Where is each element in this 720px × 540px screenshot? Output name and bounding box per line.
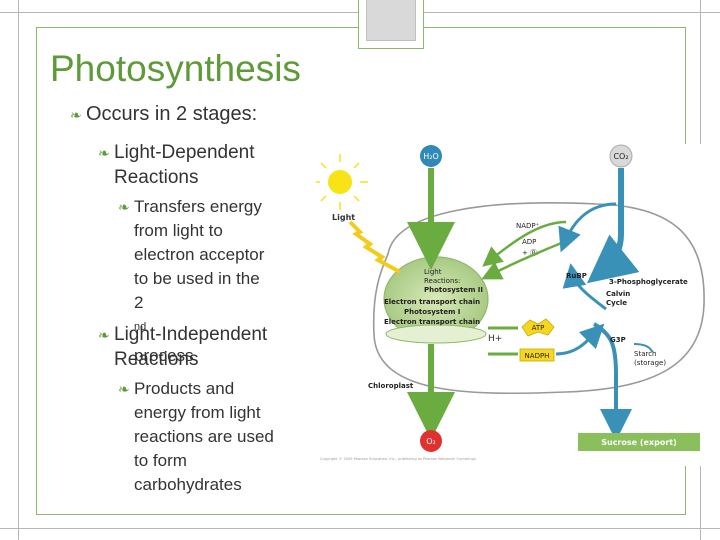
bullet-line: to form <box>134 451 187 470</box>
adp-return-arrow <box>481 240 565 280</box>
pi-label: + Ⓟᵢ <box>522 249 538 257</box>
svg-text:H₂O: H₂O <box>423 152 439 161</box>
bullet-light-independent-line2: Reactions <box>114 349 199 370</box>
bullet-line: energy from light <box>134 403 261 422</box>
nadph-badge: NADPH <box>519 348 555 362</box>
bullet-text: Transfers energy <box>134 197 262 216</box>
bullet-text: Occurs in 2 stages: <box>86 103 258 125</box>
adp-label: ADP <box>522 238 536 246</box>
photosynthesis-diagram: Light H₂O O₂ Light Reactions: Photosyste… <box>316 144 708 466</box>
copyright-text: Copyright © 2009 Pearson Education, Inc.… <box>320 457 477 461</box>
svg-text:O₂: O₂ <box>426 437 436 446</box>
bullet-line: reactions are used <box>134 427 274 446</box>
bullet-swirl-icon: ❧ <box>98 145 110 161</box>
bullet-light-dependent-line2: Reactions <box>114 167 199 188</box>
calvin-label-line1: Calvin <box>606 290 630 298</box>
bullet-text: Light-Dependent <box>114 142 255 163</box>
light-lightning-icon <box>348 220 401 274</box>
svg-text:Electron transport chain: Electron transport chain <box>384 318 480 326</box>
calvin-label-line2: Cycle <box>606 299 627 307</box>
atp-badge: ATP <box>521 318 555 337</box>
sun-icon <box>316 154 368 210</box>
bullet-swirl-icon: ❧ <box>118 381 130 397</box>
bullet-text: Light-Independent <box>114 324 268 345</box>
bullet-swirl-icon: ❧ <box>70 107 82 123</box>
svg-text:CO₂: CO₂ <box>613 152 628 161</box>
bullet-light-independent: ❧Light-Independent <box>98 322 267 348</box>
svg-text:Reactions:: Reactions: <box>424 277 460 285</box>
starch-label-line2: (storage) <box>634 359 666 367</box>
light-label: Light <box>332 213 355 222</box>
bullet-swirl-icon: ❧ <box>98 327 110 343</box>
g3p-label: G3P <box>610 336 626 344</box>
o2-ball: O₂ <box>420 430 442 452</box>
thylakoid-disc <box>385 324 487 344</box>
starch-arrow <box>633 343 653 353</box>
svg-text:Photosystem I: Photosystem I <box>404 308 460 316</box>
sucrose-out-arrow <box>592 322 632 441</box>
energy-to-calvin-arrow <box>555 323 605 356</box>
h2o-ball: H₂O <box>420 145 442 167</box>
sucrose-box: Sucrose (export) <box>578 433 700 451</box>
chloroplast-outline <box>372 202 705 395</box>
bullet-line: carbohydrates <box>134 475 242 494</box>
chloroplast-label: Chloroplast <box>368 382 414 390</box>
bullet-text: Products and <box>134 379 235 398</box>
bullet-transfers-energy: ❧Transfers energy <box>118 195 262 219</box>
light-reactions-text: Light Reactions: Photosystem II Electron… <box>384 268 483 326</box>
bullet-level1: ❧Occurs in 2 stages: <box>70 103 257 126</box>
bullet-line: from light to <box>134 221 223 240</box>
decor-line-bottom <box>0 528 720 529</box>
rubp-label: RuBP <box>566 272 587 280</box>
rubp-arrow <box>558 202 617 253</box>
phosphoglycerate-label: 3-Phosphoglycerate <box>609 278 688 286</box>
bullet-line: electron acceptor <box>134 245 265 264</box>
bullet-swirl-icon: ❧ <box>118 199 130 215</box>
co2-in-arrow <box>586 168 640 284</box>
co2-ball: CO₂ <box>609 144 633 168</box>
bullet-transfers-energy-cont: from light to electron acceptor to be us… <box>134 219 264 368</box>
nadp-return-arrow <box>482 220 567 267</box>
svg-text:Light: Light <box>424 268 442 276</box>
hplus-label: H+ <box>488 334 502 344</box>
svg-text:Electron transport chain: Electron transport chain <box>384 298 480 306</box>
bullet-products-cont: energy from light reactions are used to … <box>134 401 274 497</box>
decor-tab-inner <box>366 0 416 41</box>
slide-title: Photosynthesis <box>50 48 301 89</box>
svg-text:NADPH: NADPH <box>525 352 550 360</box>
bullet-line: to be used in the <box>134 269 260 288</box>
decor-line-left <box>18 0 19 540</box>
svg-text:Sucrose (export): Sucrose (export) <box>601 438 677 447</box>
svg-text:ATP: ATP <box>532 324 545 332</box>
bullet-light-dependent: ❧Light-Dependent <box>98 140 255 166</box>
starch-label-line1: Starch <box>634 350 657 358</box>
calvin-cycle-arrow <box>562 263 607 311</box>
nadp-label: NADP⁺ <box>516 222 540 230</box>
bullet-products: ❧Products and <box>118 377 234 401</box>
svg-text:Photosystem II: Photosystem II <box>424 286 483 294</box>
